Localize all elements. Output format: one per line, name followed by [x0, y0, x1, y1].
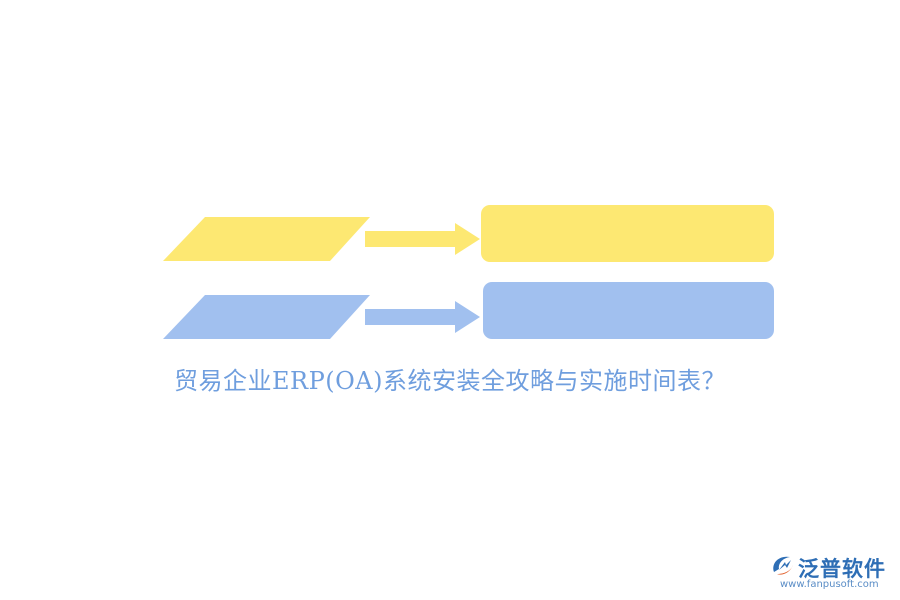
row-2-parallelogram — [163, 295, 370, 339]
brand-logo: 泛普软件 www.fanpusoft.com — [768, 552, 892, 596]
row-1-arrow — [365, 223, 480, 255]
row-1-parallelogram — [163, 217, 370, 261]
fanpu-logo-icon — [773, 556, 793, 575]
diagram-title: 贸易企业ERP(OA)系统安装全攻略与实施时间表？ — [174, 367, 726, 395]
brand-name: 泛普软件 — [798, 557, 886, 581]
row-2-arrow — [365, 301, 480, 333]
row-1-target-box — [481, 205, 774, 262]
brand-url: www.fanpusoft.com — [780, 579, 879, 590]
row-2-target-box — [483, 282, 774, 339]
